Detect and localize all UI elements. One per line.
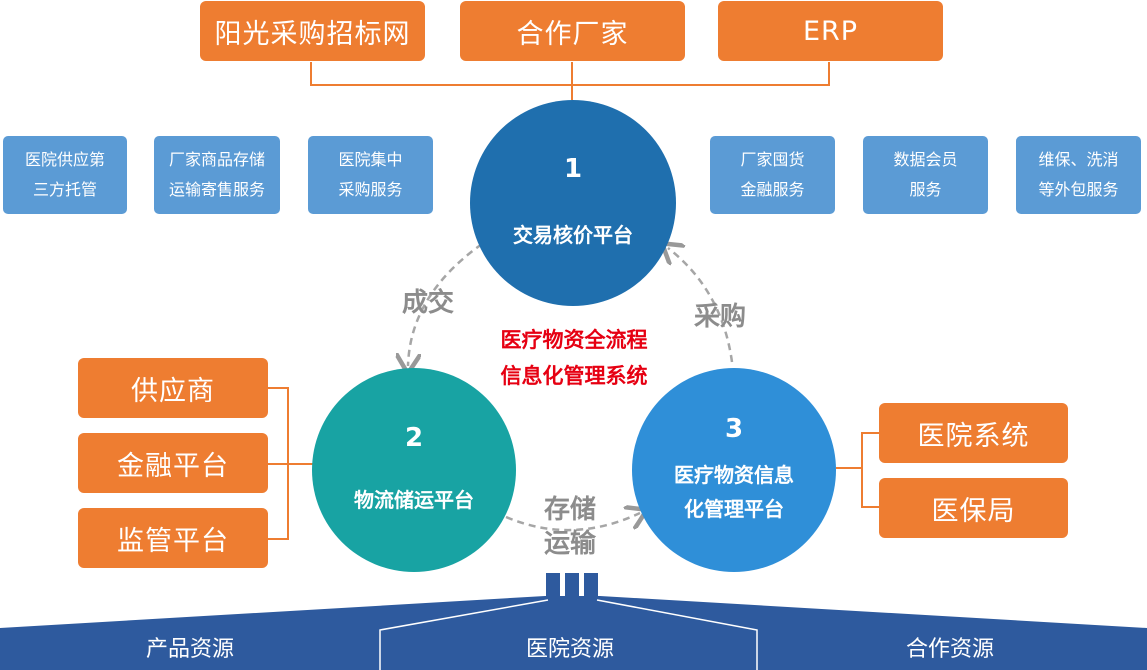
base-divider-right	[596, 599, 758, 670]
left-box-supplier: 供应商	[78, 358, 268, 418]
deal-arrow	[408, 242, 483, 366]
center-title-line: 医疗物资全流程	[500, 328, 648, 352]
top-box-partner-manufacturers: 合作厂家	[460, 1, 685, 61]
left-box-finance-platform: 金融平台	[78, 433, 268, 493]
right-box-hospital-system: 医院系统	[879, 403, 1068, 463]
service-line: 数据会员	[893, 150, 958, 169]
center-system-title: 医疗物资全流程 信息化管理系统	[464, 322, 684, 394]
platform-1-trading: 1 交易核价平台	[470, 100, 676, 306]
resource-hospital: 医院资源	[525, 637, 614, 662]
top-box-sunshine-procurement: 阳光采购招标网	[200, 1, 425, 61]
top-box-erp: ERP	[718, 1, 943, 61]
service-line: 医院集中	[338, 150, 403, 169]
platform-label: 医疗物资信息	[674, 463, 794, 487]
service-line: 采购服务	[338, 180, 403, 199]
service-line: 维保、洗消	[1038, 150, 1119, 169]
arrow-label-line: 存储	[543, 495, 596, 525]
right-bracket-line	[861, 432, 879, 508]
service-box-data-membership: 数据会员 服务	[863, 136, 988, 214]
platform-2-logistics: 2 物流储运平台	[312, 368, 516, 572]
service-line: 金融服务	[740, 180, 805, 199]
service-line: 等外包服务	[1038, 180, 1119, 199]
resource-product: 产品资源	[145, 637, 234, 662]
service-line: 运输寄售服务	[168, 180, 265, 199]
platform-number: 3	[724, 414, 744, 444]
platform-number: 1	[563, 154, 583, 184]
right-box-medical-insurance: 医保局	[879, 478, 1068, 538]
service-box-hospital-supply: 医院供应第 三方托管	[3, 136, 127, 214]
center-title-line: 信息化管理系统	[500, 364, 648, 388]
resource-base	[0, 596, 1147, 670]
service-line: 医院供应第	[24, 150, 105, 169]
top-bracket-line	[310, 62, 830, 86]
service-box-centralized-procurement: 医院集中 采购服务	[308, 136, 433, 214]
platform-label: 化管理平台	[684, 497, 784, 521]
service-line: 三方托管	[32, 180, 97, 199]
connector-block-1	[546, 573, 560, 597]
purchase-arrow	[668, 248, 734, 363]
arrow-label-storage: 存储 运输	[538, 493, 602, 561]
resource-partner: 合作资源	[905, 637, 994, 662]
arrow-label-deal: 成交	[401, 288, 454, 318]
connector-block-3	[584, 573, 598, 597]
service-line: 服务	[909, 180, 942, 199]
left-box-supervision-platform: 监管平台	[78, 508, 268, 568]
service-box-outsourcing: 维保、洗消 等外包服务	[1016, 136, 1141, 214]
storage-arrow	[505, 513, 640, 532]
platform-3-info-management: 3 医疗物资信息 化管理平台	[632, 368, 836, 572]
connector-block-2	[565, 573, 579, 597]
service-line: 厂家商品存储	[168, 150, 265, 169]
service-box-stock-finance: 厂家囤货 金融服务	[710, 136, 835, 214]
service-box-consignment: 厂家商品存储 运输寄售服务	[154, 136, 280, 214]
platform-label: 物流储运平台	[354, 488, 474, 512]
service-line: 厂家囤货	[740, 150, 805, 169]
arrow-label-purchase: 采购	[693, 302, 746, 332]
platform-number: 2	[404, 423, 424, 453]
arrow-label-line: 运输	[543, 529, 596, 559]
platform-label: 交易核价平台	[513, 223, 633, 247]
base-divider-left	[379, 599, 549, 670]
